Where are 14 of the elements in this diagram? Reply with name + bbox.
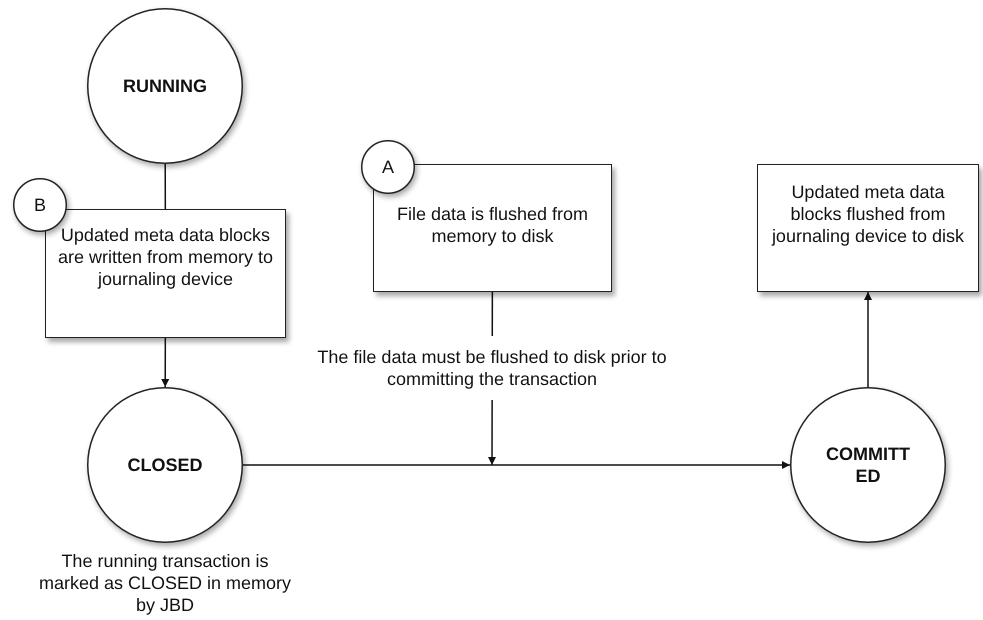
node-text: Updated meta data blocks flushed from journaling device to disk bbox=[770, 181, 966, 247]
state-label: CLOSED bbox=[126, 454, 204, 476]
caption-text: The running transaction is marked as CLOSED in memory by JBD bbox=[38, 550, 292, 616]
node-text: File data is flushed from memory to disk bbox=[396, 203, 590, 247]
marker-letter: A bbox=[382, 156, 394, 178]
marker-letter: B bbox=[34, 194, 46, 216]
arrow bbox=[243, 461, 790, 469]
process-box bbox=[757, 164, 979, 292]
state-label: RUNNING bbox=[122, 75, 208, 97]
arrow bbox=[161, 338, 170, 387]
state-label: COMMITT ED bbox=[825, 443, 911, 487]
arrow bbox=[864, 292, 872, 387]
process-box bbox=[45, 209, 286, 338]
node-text: Updated meta data blocks are written from memory to journaling device bbox=[56, 224, 274, 290]
